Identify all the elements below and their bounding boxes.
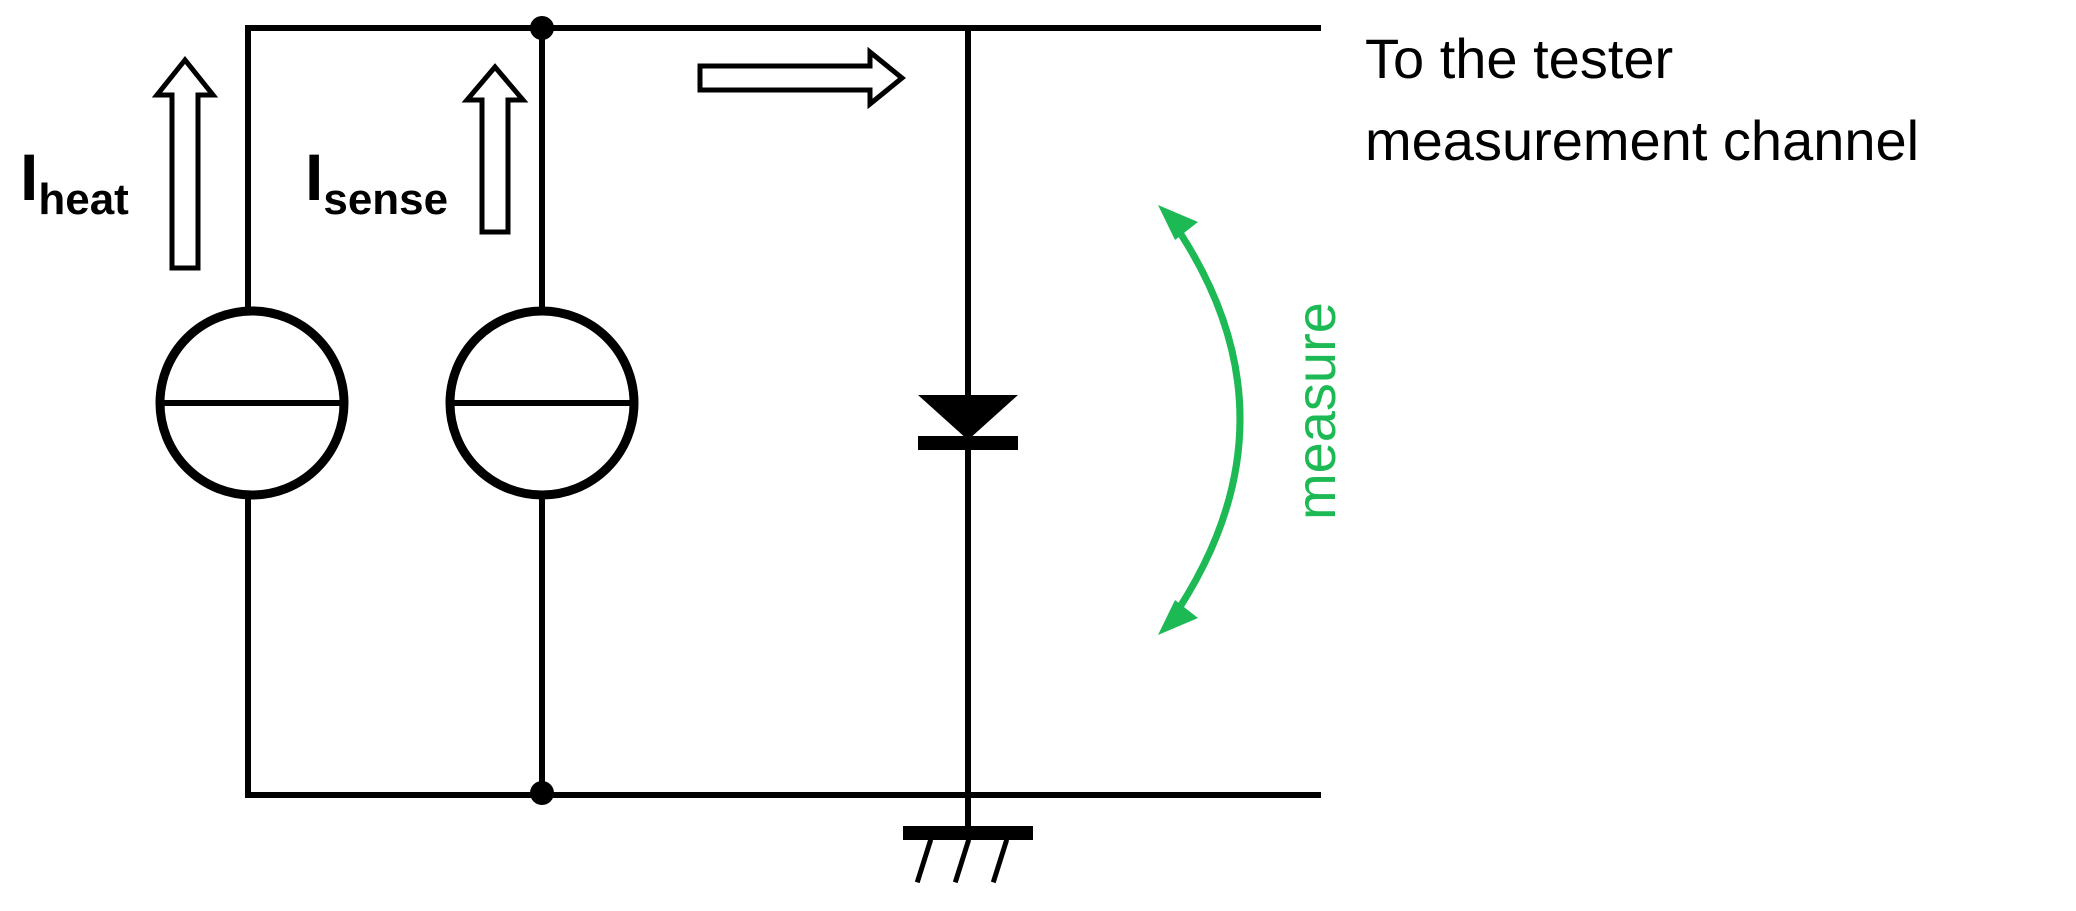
output-direction-arrow-icon [697, 46, 906, 110]
heat-current-arrow-icon [151, 55, 219, 271]
measure-double-arrow-icon [1158, 205, 1244, 635]
sense-current-label: Isense [305, 140, 448, 224]
sense-current-arrow-icon [461, 63, 529, 235]
bottom-junction-node [530, 781, 554, 805]
heat-current-source [155, 306, 349, 500]
output-label-line1: To the tester [1365, 27, 1673, 90]
diode-symbol [918, 395, 1018, 450]
ground-symbol [903, 826, 1033, 884]
heat-current-label: Iheat [20, 140, 129, 224]
top-junction-node [530, 16, 554, 40]
sense-current-source [445, 306, 639, 500]
measure-label: measure [1284, 302, 1347, 520]
output-label-line2: measurement channel [1365, 109, 1919, 172]
